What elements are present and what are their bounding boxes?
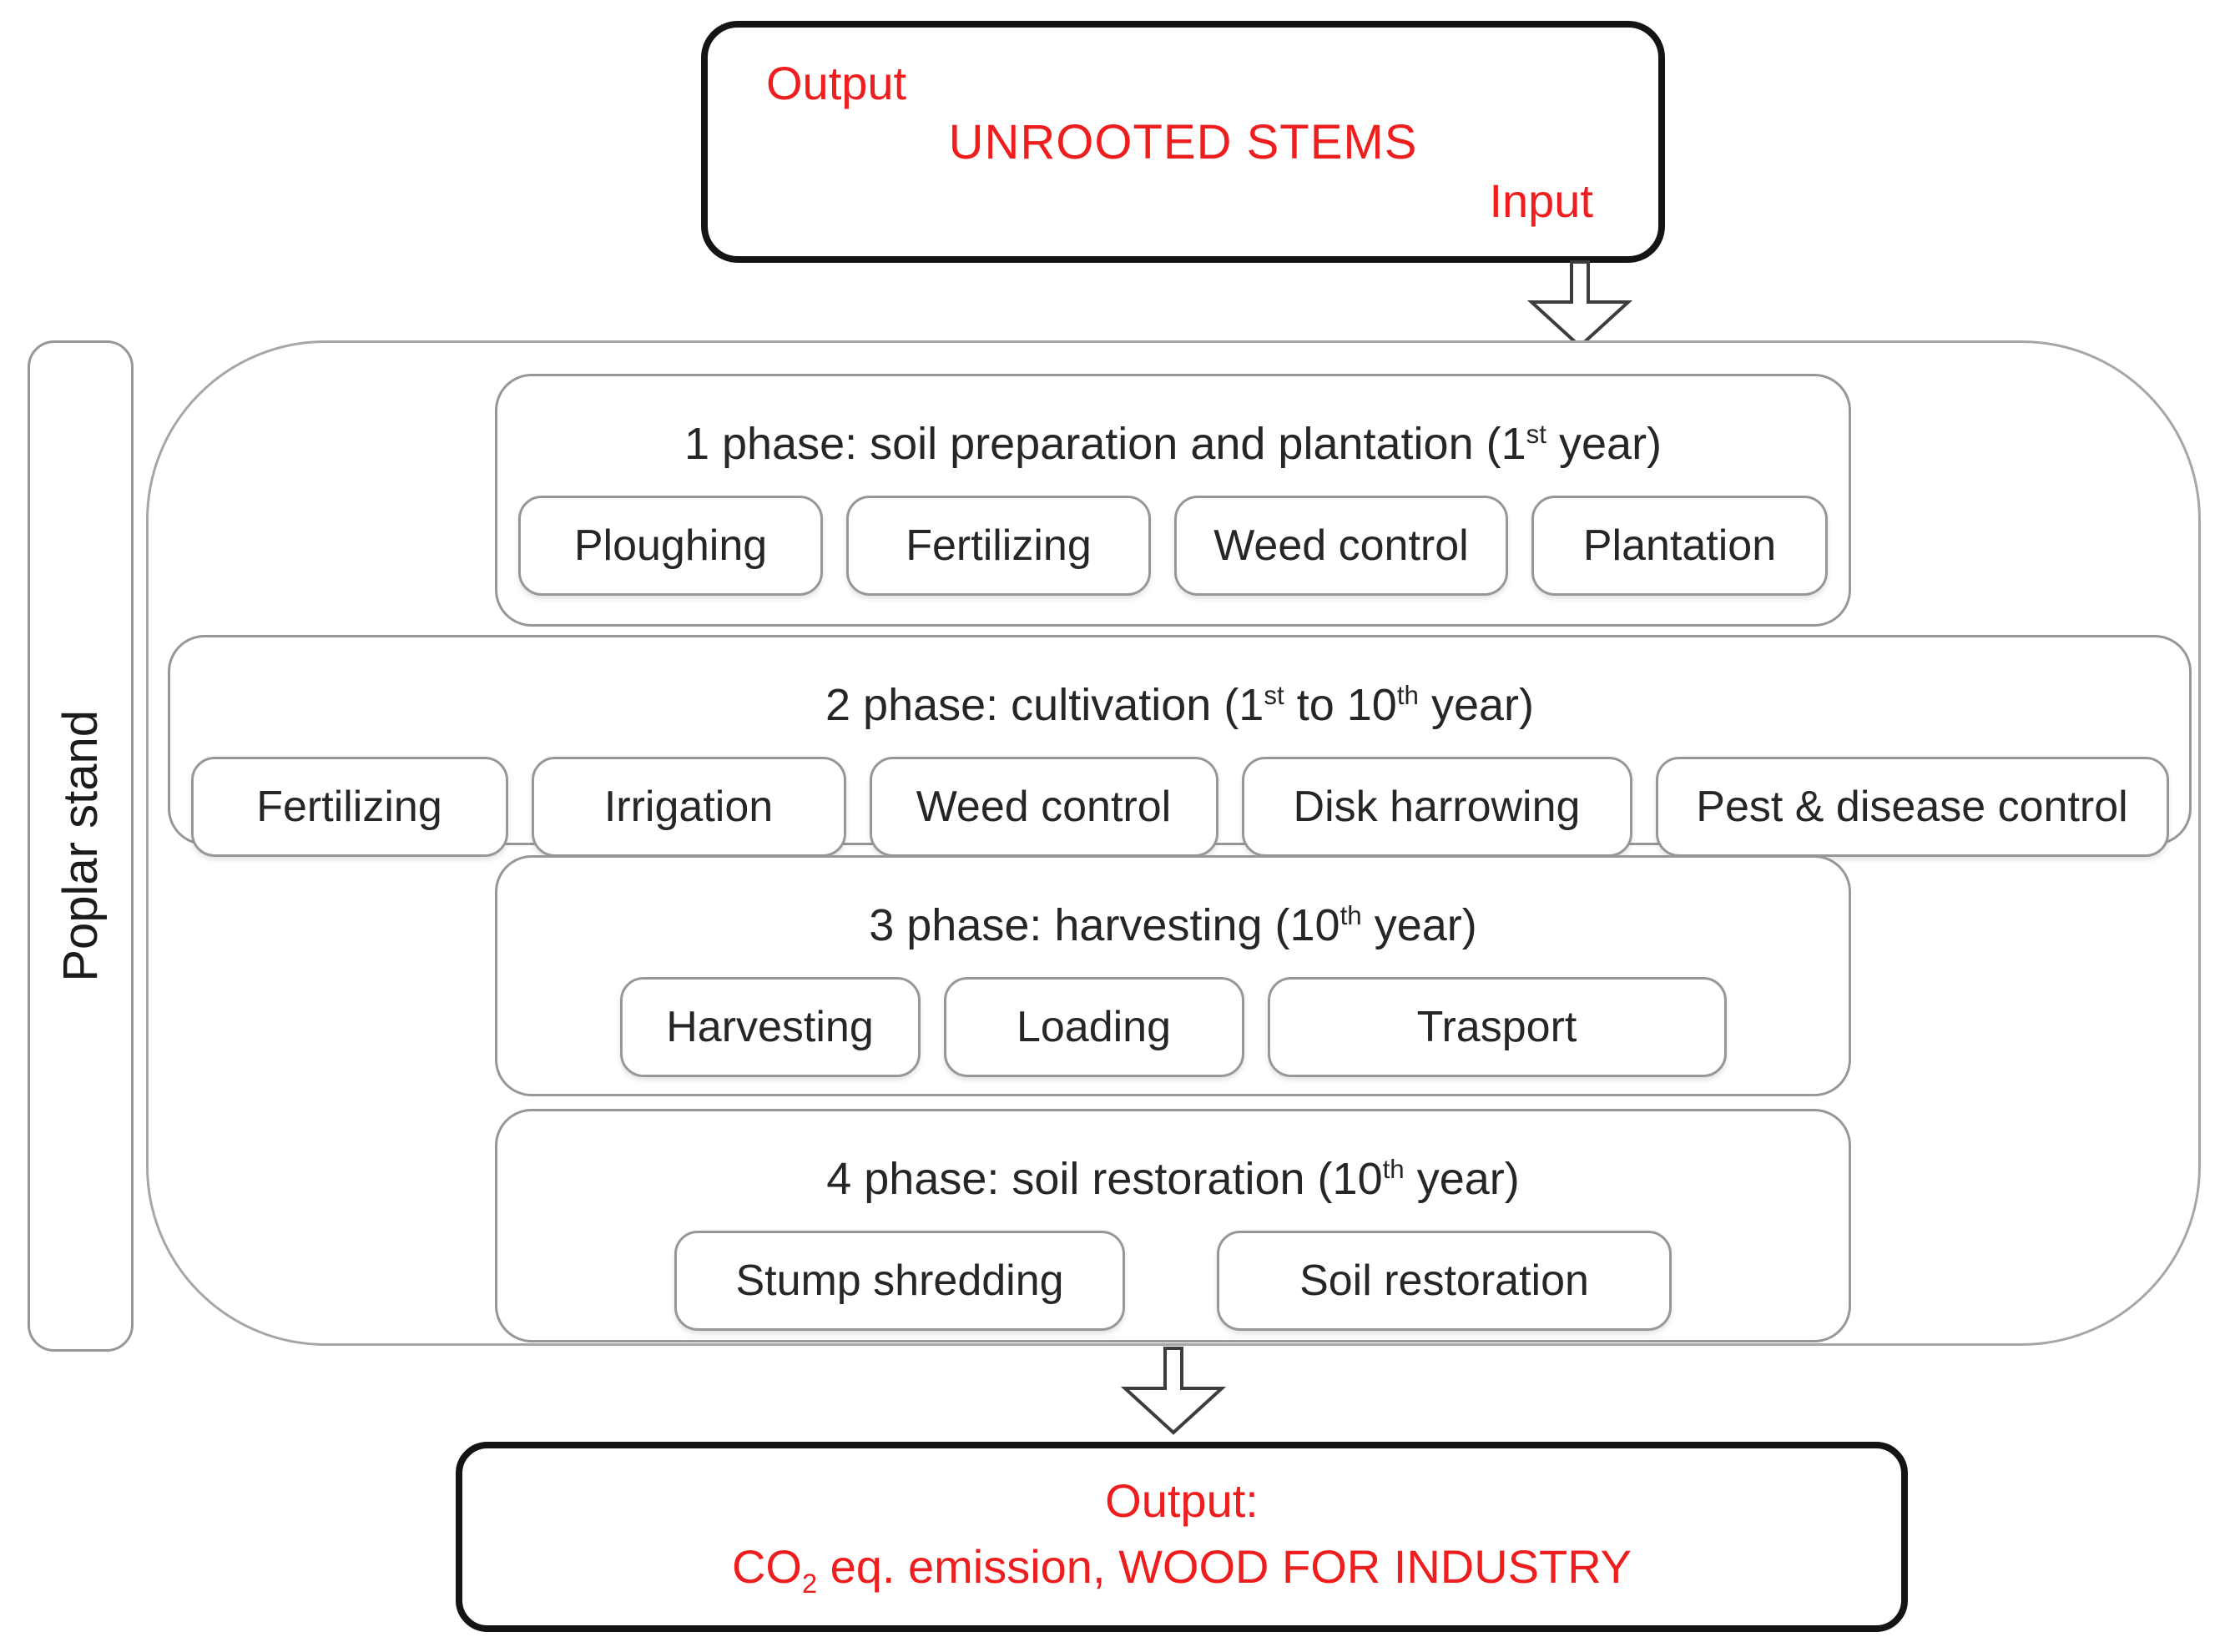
phase-title: 4 phase: soil restoration (10th year)	[826, 1154, 1520, 1204]
process-box: Ploughing	[518, 496, 823, 596]
poplar-stand-label: Poplar stand	[53, 710, 108, 982]
poplar-stand-label-box: Poplar stand	[28, 340, 134, 1352]
unrooted-stems-box: Output UNROOTED STEMS Input	[701, 21, 1665, 263]
unrooted-stems-title: UNROOTED STEMS	[948, 115, 1418, 169]
phase-box: 1 phase: soil preparation and plantation…	[495, 374, 1851, 627]
down-arrow-icon	[1120, 1347, 1227, 1435]
process-label: Fertilizing	[906, 521, 1092, 570]
phase-box: 2 phase: cultivation (1st to 10th year) …	[168, 635, 2192, 857]
process-box: Fertilizing	[190, 757, 508, 857]
phase-title: 1 phase: soil preparation and plantation…	[684, 419, 1662, 469]
process-box: Trasport	[1267, 977, 1727, 1077]
process-label: Weed control	[916, 783, 1172, 831]
process-label: Weed control	[1213, 521, 1469, 570]
process-box: Soil restoration	[1217, 1231, 1672, 1331]
poplar-stand-container: 1 phase: soil preparation and plantation…	[146, 340, 2201, 1346]
process-box: Stump shredding	[674, 1231, 1125, 1331]
process-label: Soil restoration	[1299, 1257, 1589, 1305]
process-box: Irrigation	[531, 757, 846, 857]
process-label: Irrigation	[603, 783, 774, 831]
process-box: Pest & disease control	[1655, 757, 2169, 857]
output-label: Output	[766, 57, 907, 109]
phase-items-row: Fertilizing Irrigation Weed control Disk ha…	[190, 757, 2169, 857]
process-box: Weed control	[1174, 496, 1508, 596]
phase-title: 3 phase: harvesting (10th year)	[869, 900, 1477, 950]
process-box: Weed control	[869, 757, 1218, 857]
final-output-box: Output: CO2 eq. emission, WOOD FOR INDUS…	[456, 1442, 1908, 1632]
process-label: Fertilizing	[256, 783, 442, 831]
process-label: Plantation	[1582, 521, 1777, 570]
phase-items-row: Ploughing Fertilizing Weed control Plantati…	[518, 496, 1828, 596]
process-label: Stump shredding	[735, 1257, 1064, 1305]
process-label: Pest & disease control	[1696, 783, 2128, 831]
phase-box: 3 phase: harvesting (10th year) Harvesti…	[495, 855, 1851, 1096]
process-label: Harvesting	[666, 1003, 874, 1051]
process-box: Harvesting	[619, 977, 921, 1077]
process-box: Plantation	[1531, 496, 1828, 596]
process-box: Loading	[943, 977, 1244, 1077]
phase-items-row: Harvesting Loading Trasport	[619, 977, 1727, 1077]
process-label: Ploughing	[573, 521, 768, 570]
down-arrow-icon	[1526, 260, 1633, 349]
output-heading: Output:	[1105, 1474, 1259, 1528]
process-box: Fertilizing	[846, 496, 1151, 596]
phase-items-row: Stump shredding Soil restoration	[674, 1231, 1672, 1331]
process-label: Trasport	[1416, 1003, 1577, 1051]
output-products: CO2 eq. emission, WOOD FOR INDUSTRY	[731, 1540, 1632, 1599]
phase-title: 2 phase: cultivation (1st to 10th year)	[825, 680, 1534, 730]
phase-box: 4 phase: soil restoration (10th year) St…	[495, 1109, 1851, 1342]
process-label: Disk harrowing	[1293, 783, 1581, 831]
process-label: Loading	[1016, 1003, 1172, 1051]
process-box: Disk harrowing	[1241, 757, 1632, 857]
input-label: Input	[1489, 174, 1593, 227]
